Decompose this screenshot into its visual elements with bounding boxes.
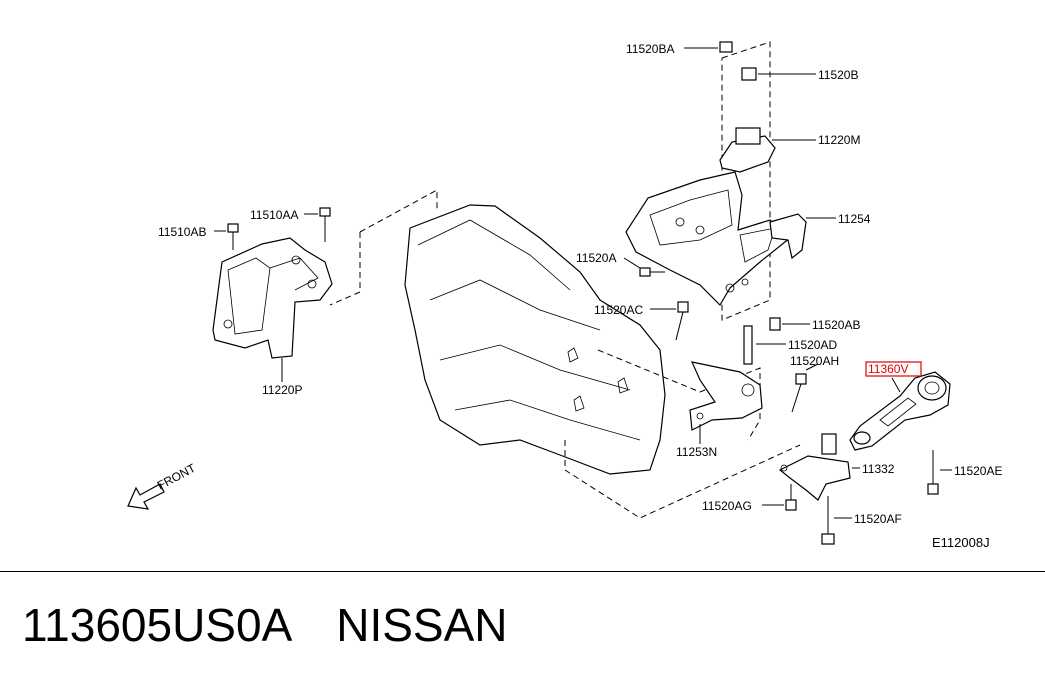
label-11520ag: 11520AG <box>702 499 752 513</box>
front-label: FRONT <box>155 461 199 493</box>
engine-block <box>329 189 801 519</box>
parts-diagram: FRONT 11520BA 11520B 11220M 11254 11520A… <box>127 41 1003 550</box>
highlight-box <box>865 361 922 377</box>
label-11520ab: 11520AB <box>812 318 861 332</box>
top-mount-assembly <box>623 41 836 341</box>
diagram-code: E112008J <box>932 535 990 550</box>
label-11360v: 11360V <box>868 362 908 376</box>
label-11520b: 11520B <box>818 68 858 82</box>
label-11332: 11332 <box>862 462 895 476</box>
bracket-11332 <box>762 433 952 545</box>
label-11520ah: 11520AH <box>790 354 839 368</box>
divider <box>0 571 1045 572</box>
label-11254: 11254 <box>838 212 871 226</box>
brand-name: NISSAN <box>336 599 508 651</box>
label-11520a: 11520A <box>576 251 616 265</box>
part-number: 113605US0A <box>22 599 293 651</box>
bolt-11510ab <box>214 223 239 250</box>
torque-rod-11360v <box>849 361 951 451</box>
mount-11220p <box>212 237 333 382</box>
label-11510aa: 11510AA <box>250 208 299 222</box>
label-11520ba: 11520BA <box>626 42 675 56</box>
bolt-11510aa <box>304 207 331 242</box>
label-11220p: 11220P <box>262 383 302 397</box>
bracket-11253n <box>597 325 819 444</box>
label-11253n: 11253N <box>676 445 717 459</box>
label-11510ab: 11510AB <box>158 225 207 239</box>
label-11520ad: 11520AD <box>788 338 837 352</box>
footer: 113605US0A NISSAN <box>22 598 508 652</box>
front-arrow-icon: FRONT <box>127 461 199 510</box>
label-11220m: 11220M <box>818 133 860 147</box>
label-11520ac: 11520AC <box>594 303 643 317</box>
label-11520ae: 11520AE <box>954 464 1003 478</box>
label-11520af: 11520AF <box>854 512 902 526</box>
